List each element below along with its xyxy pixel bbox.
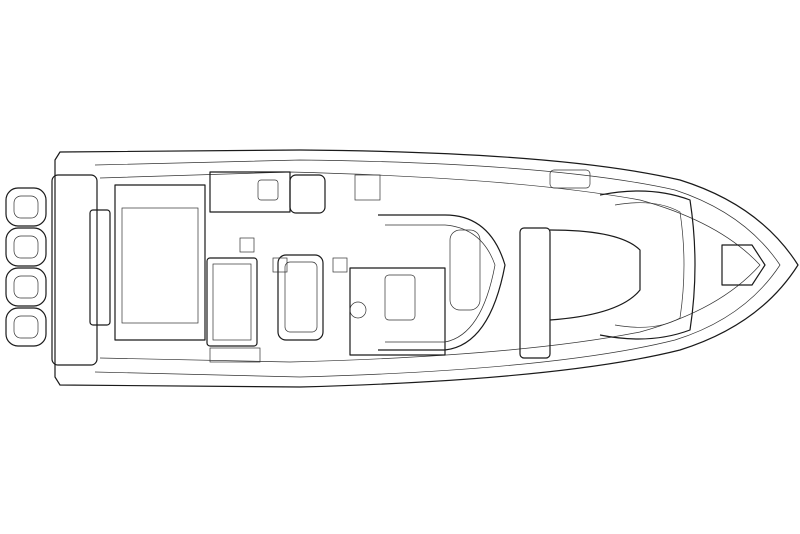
outboard-engine [5, 267, 47, 307]
outboard-engine [5, 307, 47, 347]
outboard-engines [5, 187, 47, 347]
deck-edge-line [99, 171, 761, 363]
forward-lounge [519, 227, 551, 359]
helm-console [349, 267, 446, 356]
helm-display [384, 274, 416, 321]
side-panel [209, 347, 261, 363]
steering-wheel [349, 301, 367, 319]
helm-seat [277, 254, 324, 341]
cockpit-hatch [114, 184, 206, 341]
cabin-door [449, 229, 481, 311]
cupholder-box [272, 257, 288, 273]
windshield [378, 214, 506, 351]
bench-seat [206, 257, 258, 347]
hull-outline [54, 149, 799, 388]
outboard-engine [5, 227, 47, 267]
bow-lounge [599, 190, 696, 340]
anchor-locker [721, 244, 766, 286]
cupholder-box [332, 257, 348, 273]
gunwale-inner-line [94, 159, 781, 378]
side-rail [354, 174, 381, 201]
outboard-engine [5, 187, 47, 227]
cupholder-box [239, 237, 255, 253]
transom [51, 174, 98, 366]
transom-bench [89, 209, 111, 326]
bow-seating [549, 229, 641, 321]
side-rail [549, 169, 591, 189]
helm-seat-aft [289, 174, 326, 214]
sink [257, 179, 279, 201]
